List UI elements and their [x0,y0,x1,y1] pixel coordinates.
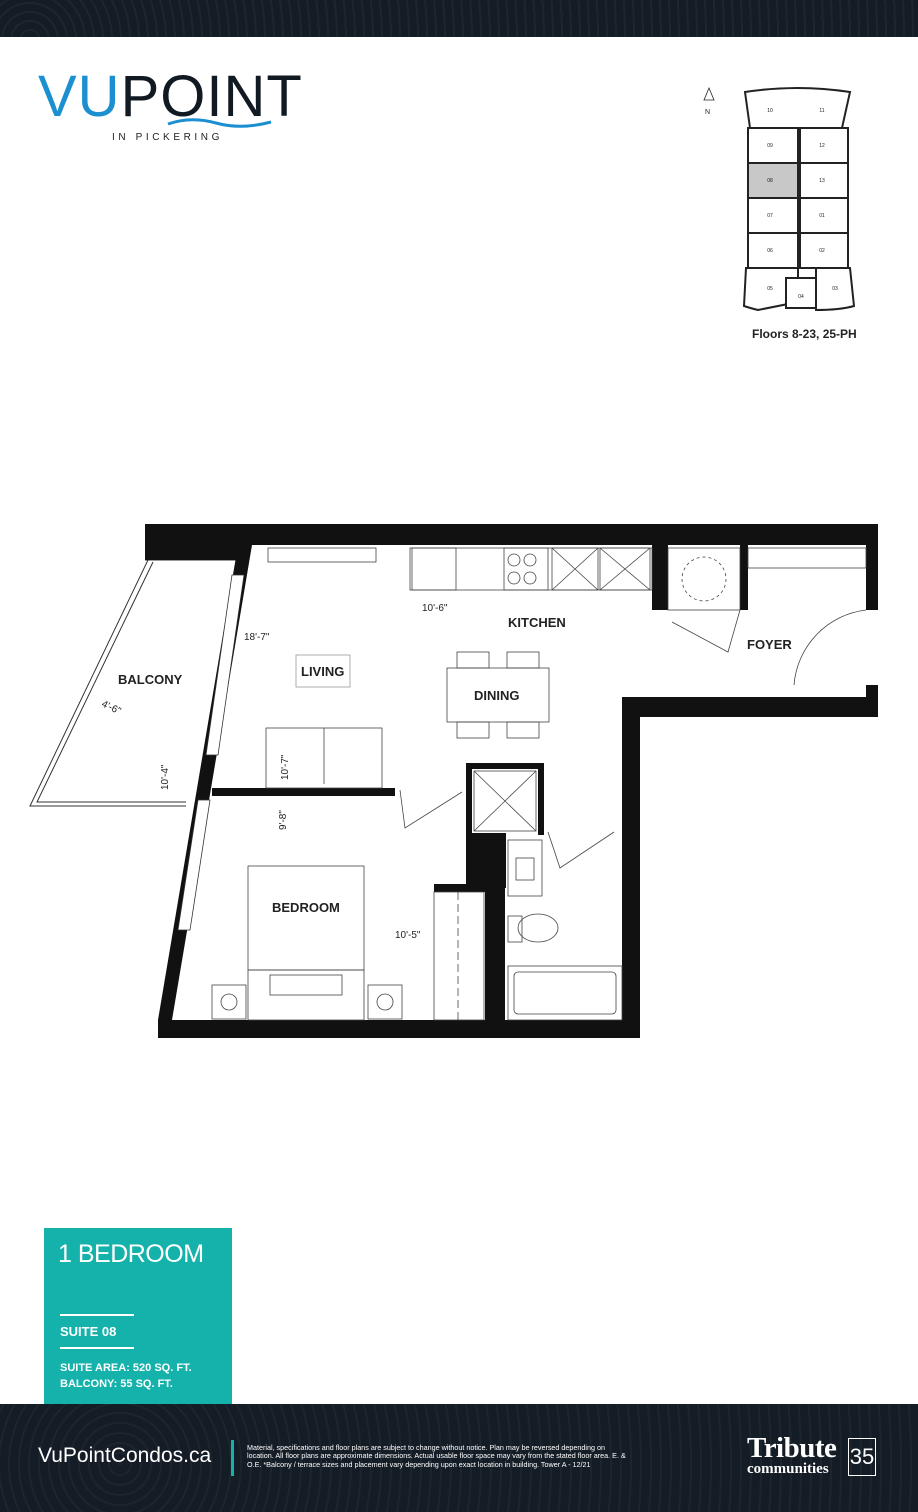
svg-text:01: 01 [819,213,825,219]
room-label-foyer: FOYER [747,637,792,652]
suite-info-panel: 1 BEDROOM SUITE 08 SUITE AREA: 520 SQ. F… [44,1228,232,1404]
room-label-balcony: BALCONY [118,672,183,687]
room-label-dining: DINING [474,688,520,703]
logo-vu: VU [38,64,121,129]
svg-text:09: 09 [767,143,773,149]
disclaimer: Material, specifications and floor plans… [247,1443,626,1469]
key-plan: N 10 11 09 12 08 13 07 01 06 02 05 04 03 [703,86,856,312]
north-label: N [705,109,710,116]
vupoint-logo: VUPOINT IN PICKERING [38,68,308,144]
footer: VuPointCondos.ca Material, specification… [0,1404,918,1512]
svg-text:05: 05 [767,286,773,292]
svg-text:12: 12 [819,143,825,149]
top-banner [0,0,918,37]
suite-type: 1 BEDROOM [58,1240,204,1268]
balcony-area: BALCONY: 55 SQ. FT. [60,1378,173,1390]
website-link[interactable]: VuPointCondos.ca [38,1444,212,1467]
tribute-logo: Tribute communities [747,1432,837,1477]
logo-wave-icon [167,118,272,128]
room-label-bedroom: BEDROOM [272,900,340,915]
dim-bedroom-width: 9'-8" [278,810,289,830]
dim-balcony-depth: 4'-6" [100,699,123,718]
dim-living-depth: 10'-7" [280,754,291,780]
room-label-kitchen: KITCHEN [508,615,566,630]
logo-point: POINT [120,64,303,129]
dim-kitchen: 10'-6" [422,603,448,614]
floor-plan: BALCONY LIVING KITCHEN DINING FOYER BEDR… [29,524,878,1038]
divider [231,1440,234,1476]
key-plan-caption: Floors 8-23, 25-PH [752,327,857,341]
svg-text:07: 07 [767,213,773,219]
dim-bedroom-length: 10'-5" [395,930,421,941]
svg-text:02: 02 [819,248,825,254]
suite-number: SUITE 08 [60,1324,117,1339]
svg-text:08: 08 [767,178,773,184]
walls [145,524,878,1038]
north-arrow-icon [703,86,715,101]
dim-living-width: 18'-7" [244,632,270,643]
anniversary-badge: 35 [848,1438,876,1476]
divider [60,1347,134,1349]
svg-text:11: 11 [819,108,824,114]
svg-text:13: 13 [819,178,825,184]
divider [60,1314,134,1316]
logo-subtitle: IN PICKERING [112,132,223,143]
svg-text:04: 04 [798,294,804,300]
suite-area: SUITE AREA: 520 SQ. FT. [60,1362,192,1374]
dim-balcony-length: 10'-4" [160,764,171,790]
svg-text:10: 10 [767,108,773,114]
room-label-living: LIVING [301,664,344,679]
svg-text:03: 03 [832,286,838,292]
svg-text:06: 06 [767,248,773,254]
